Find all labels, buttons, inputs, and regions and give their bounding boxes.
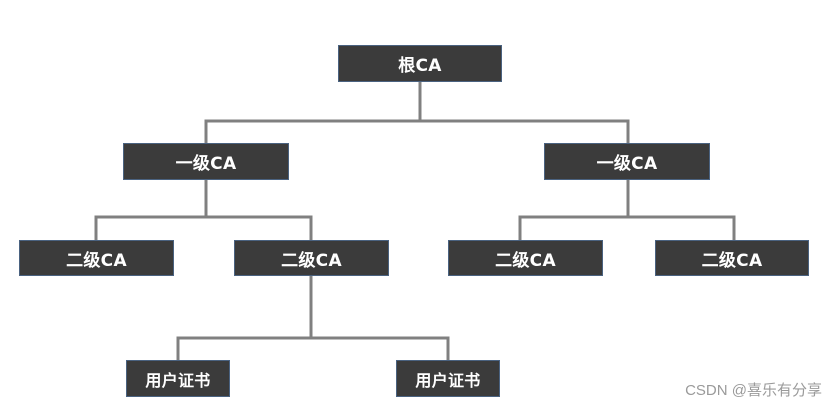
level2-ca-label: 二级CA (281, 250, 342, 271)
level2-ca-node: 二级CA (234, 240, 389, 276)
user-certificate-label: 用户证书 (145, 370, 211, 390)
watermark-text: CSDN @喜乐有分享 (685, 382, 822, 399)
level2-ca-node: 二级CA (448, 240, 603, 276)
connector-level2-to-user-certs (176, 274, 450, 362)
root-ca-label: 根CA (398, 56, 442, 76)
level1-ca-node-left: 一级CA (123, 143, 289, 180)
level1-ca-label: 一级CA (596, 154, 658, 174)
level2-ca-node: 二级CA (655, 240, 809, 276)
level2-ca-node: 二级CA (19, 240, 174, 276)
connector-level1-right-to-level2 (518, 178, 736, 242)
user-certificate-label: 用户证书 (415, 370, 481, 390)
level1-ca-label: 一级CA (175, 154, 237, 174)
connector-root-to-level1 (204, 80, 630, 145)
level1-ca-node-right: 一级CA (544, 143, 710, 180)
user-certificate-node: 用户证书 (126, 360, 230, 397)
connector-level1-left-to-level2 (94, 178, 313, 242)
level2-ca-label: 二级CA (701, 250, 763, 271)
level2-ca-label: 二级CA (66, 250, 127, 271)
root-ca-node: 根CA (338, 45, 502, 82)
level2-ca-label: 二级CA (495, 250, 556, 271)
user-certificate-node: 用户证书 (396, 360, 500, 397)
